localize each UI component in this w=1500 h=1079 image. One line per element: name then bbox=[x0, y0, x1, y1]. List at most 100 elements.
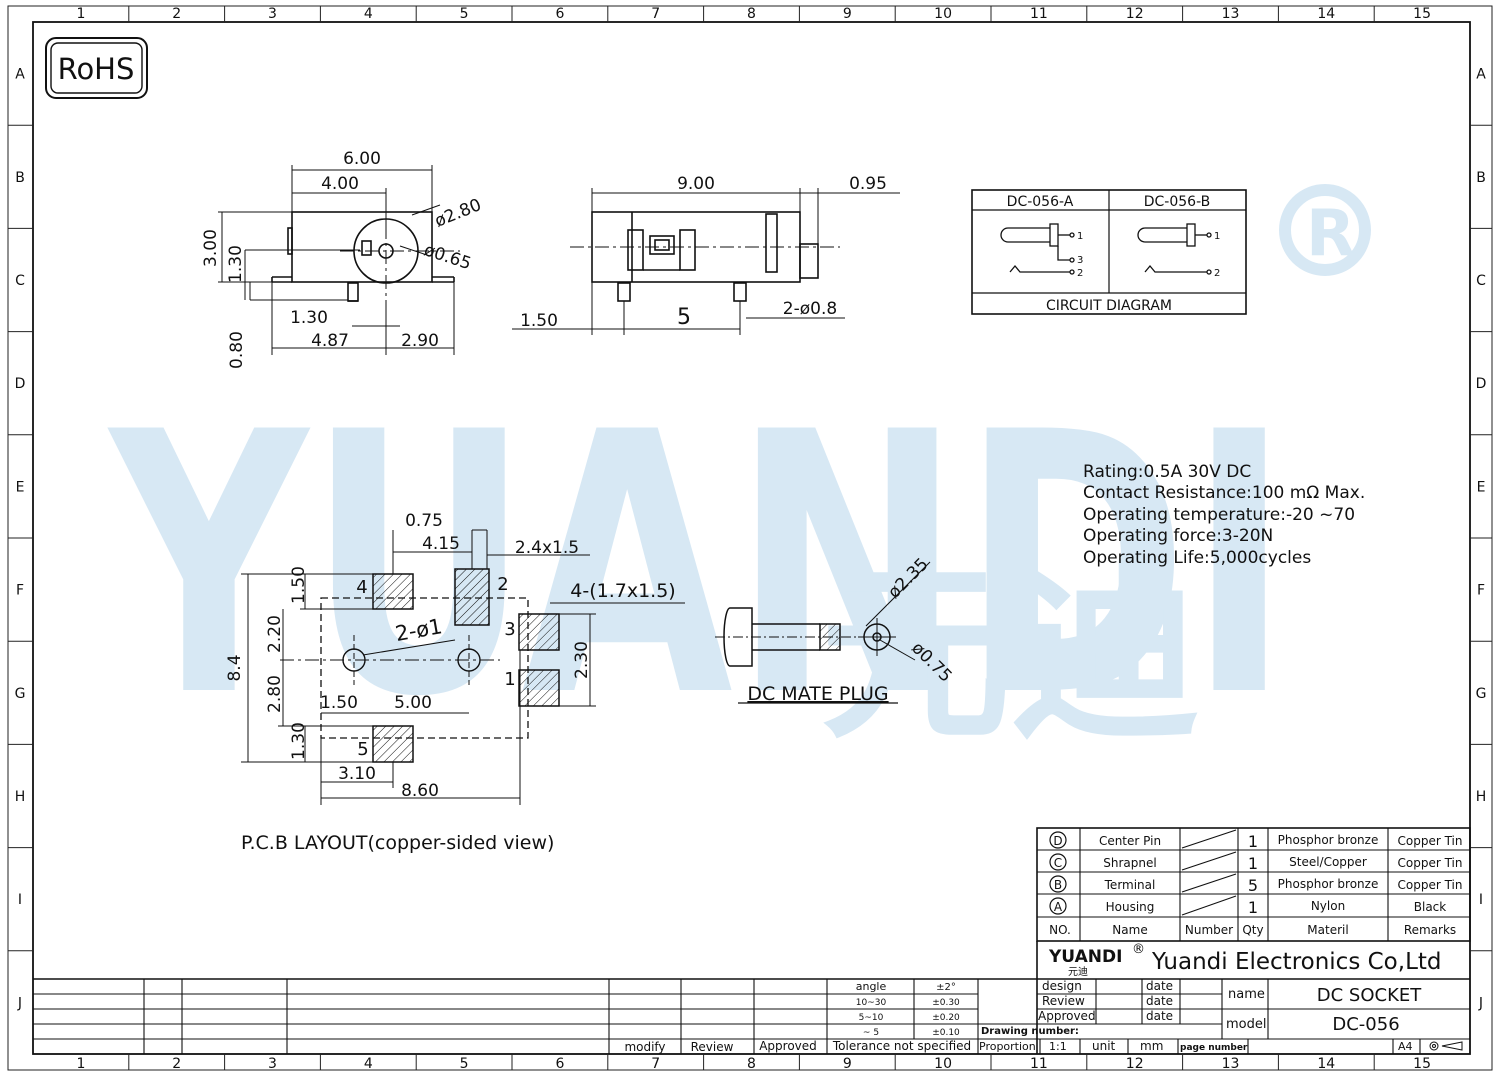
pad-1 bbox=[518, 669, 560, 707]
pcb-caption: P.C.B LAYOUT(copper-sided view) bbox=[241, 832, 554, 854]
bom-header-remarks: Remarks bbox=[1404, 923, 1456, 937]
tb-date-3: date bbox=[1146, 1009, 1173, 1023]
svg-text:R: R bbox=[1306, 197, 1355, 271]
grid-col-label-top-11: 11 bbox=[1030, 6, 1048, 22]
grid-col-label-top-14: 14 bbox=[1317, 6, 1335, 22]
tb-scale: 1:1 bbox=[1049, 1040, 1067, 1053]
rev-review: Review bbox=[691, 1040, 734, 1054]
grid-col-label-top-3: 3 bbox=[268, 6, 277, 22]
grid-col-label-bottom-15: 15 bbox=[1413, 1056, 1431, 1072]
pcb-dim-2-20: 2.20 bbox=[265, 615, 285, 653]
grid-col-label-top-12: 12 bbox=[1126, 6, 1144, 22]
grid-row-label-left-G: G bbox=[15, 686, 26, 702]
grid-col-label-bottom-13: 13 bbox=[1222, 1056, 1240, 1072]
bom-name: Housing bbox=[1106, 900, 1155, 914]
grid-row-label-right-G: G bbox=[1476, 686, 1487, 702]
grid-row-label-right-E: E bbox=[1477, 479, 1486, 495]
pcb-dim-pad-2-4x1-5: 2.4x1.5 bbox=[515, 538, 579, 558]
bom-no: A bbox=[1054, 900, 1063, 914]
tol-angle-value: ±2° bbox=[936, 982, 956, 993]
circuit-a-pin3: 3 bbox=[1077, 255, 1083, 266]
grid-col-label-top-1: 1 bbox=[76, 6, 85, 22]
dim-2-phi-0-8: 2-ø0.8 bbox=[783, 299, 837, 319]
grid-col-label-bottom-4: 4 bbox=[364, 1056, 373, 1072]
pad-2 bbox=[454, 568, 490, 626]
grid-row-label-right-B: B bbox=[1476, 170, 1486, 186]
tb-unit-value: mm bbox=[1140, 1039, 1163, 1053]
pcb-pad-number-3: 3 bbox=[504, 619, 515, 640]
spec-operating-life: Operating Life:5,000cycles bbox=[1083, 548, 1311, 568]
grid-col-label-bottom-5: 5 bbox=[460, 1056, 469, 1072]
pcb-pad-number-2: 2 bbox=[497, 574, 508, 595]
dim-3-00: 3.00 bbox=[201, 229, 221, 267]
pad-5 bbox=[372, 725, 414, 763]
grid-row-label-right-A: A bbox=[1476, 67, 1486, 83]
rohs-label: RoHS bbox=[58, 52, 135, 86]
watermark-cn: 元迪 bbox=[820, 544, 1200, 765]
circuit-a-pin1: 1 bbox=[1077, 231, 1083, 242]
tb-name-value: DC SOCKET bbox=[1317, 985, 1422, 1006]
bom-no-circle bbox=[1049, 831, 1067, 849]
grid-col-label-top-15: 15 bbox=[1413, 6, 1431, 22]
bom-header-no: NO. bbox=[1049, 923, 1071, 937]
pcb-pad-number-5: 5 bbox=[357, 739, 368, 760]
front-view-labels: 6.00 4.00 3.00 1.30 ø2.80 ø0.65 1.30 4.8… bbox=[201, 149, 484, 369]
grid-col-label-top-9: 9 bbox=[843, 6, 852, 22]
tb-proportion: Proportion bbox=[979, 1040, 1036, 1053]
rev-approved: Approved bbox=[759, 1039, 817, 1053]
grid-col-label-top-13: 13 bbox=[1222, 6, 1240, 22]
pcb-dim-4-15: 4.15 bbox=[422, 534, 460, 554]
bom-qty: 5 bbox=[1248, 876, 1258, 895]
bom-material: Phosphor bronze bbox=[1278, 877, 1379, 891]
dim-4-87: 4.87 bbox=[311, 331, 349, 351]
circuit-caption: CIRCUIT DIAGRAM bbox=[1046, 298, 1172, 314]
bom-header-name: Name bbox=[1112, 923, 1147, 937]
spec-operating-temperature: Operating temperature:-20 ~70 bbox=[1083, 505, 1355, 525]
title-logo: YUANDI bbox=[1048, 947, 1122, 967]
bom-name: Shrapnel bbox=[1103, 856, 1156, 870]
grid-row-label-left-A: A bbox=[15, 67, 25, 83]
tol-angle: angle bbox=[856, 980, 887, 993]
grid-col-label-bottom-14: 14 bbox=[1317, 1056, 1335, 1072]
bom-name: Terminal bbox=[1104, 878, 1156, 892]
spec-operating-force: Operating force:3-20N bbox=[1083, 526, 1273, 546]
pcb-pad-number-4: 4 bbox=[356, 577, 367, 598]
projection-symbol bbox=[1429, 1041, 1463, 1051]
side-view-dims bbox=[512, 188, 900, 335]
tol-caption: Tolerance not specified bbox=[832, 1039, 971, 1053]
tb-approved: Approved bbox=[1038, 1009, 1096, 1023]
grid-col-label-bottom-3: 3 bbox=[268, 1056, 277, 1072]
grid-row-label-left-I: I bbox=[18, 892, 22, 908]
grid-col-label-bottom-6: 6 bbox=[555, 1056, 564, 1072]
dim-4-00: 4.00 bbox=[321, 174, 359, 194]
grid-row-label-left-H: H bbox=[15, 789, 26, 805]
pcb-dim-8-4: 8.4 bbox=[225, 654, 245, 681]
spec-contact-resistance: Contact Resistance:100 mΩ Max. bbox=[1083, 483, 1365, 503]
tol-range-2: 5~10 bbox=[859, 1013, 884, 1023]
grid-col-label-top-7: 7 bbox=[651, 6, 660, 22]
rohs-badge-outer bbox=[45, 37, 148, 99]
spec-block: Rating:0.5A 30V DC Contact Resistance:10… bbox=[1083, 462, 1365, 568]
side-view bbox=[591, 211, 819, 302]
circuit-b-pin2: 2 bbox=[1214, 268, 1220, 279]
tb-design: design bbox=[1042, 979, 1082, 993]
dim-phi-0-65: ø0.65 bbox=[422, 240, 474, 274]
pcb-dim-1-50-horiz: 1.50 bbox=[320, 693, 358, 713]
circuit-b-pin1: 1 bbox=[1214, 231, 1220, 242]
title-logo-cn: 元迪 bbox=[1068, 966, 1088, 978]
grid-row-label-right-D: D bbox=[1476, 376, 1487, 392]
pcb-dim-2-80: 2.80 bbox=[265, 675, 285, 713]
pcb-dim-1-50: 1.50 bbox=[289, 566, 309, 604]
side-view-labels: 9.00 0.95 1.50 5 2-ø0.8 bbox=[520, 174, 887, 331]
tb-model-label: model bbox=[1226, 1017, 1266, 1032]
pcb-dim-8-60: 8.60 bbox=[401, 781, 439, 801]
watermark: YUANDI R 元迪 bbox=[106, 184, 1371, 775]
pcb-dim-2-30: 2.30 bbox=[572, 641, 592, 679]
circuit-diagram: DC-056-A DC-056-B 1 3 2 1 2 CIRCUIT DIAG… bbox=[971, 189, 1247, 315]
bom-qty: 1 bbox=[1248, 898, 1258, 917]
grid-row-label-left-E: E bbox=[16, 479, 25, 495]
bom-remarks: Black bbox=[1414, 900, 1447, 914]
grid-row-label-left-J: J bbox=[17, 995, 22, 1011]
pcb-dim-1-30: 1.30 bbox=[289, 722, 309, 760]
